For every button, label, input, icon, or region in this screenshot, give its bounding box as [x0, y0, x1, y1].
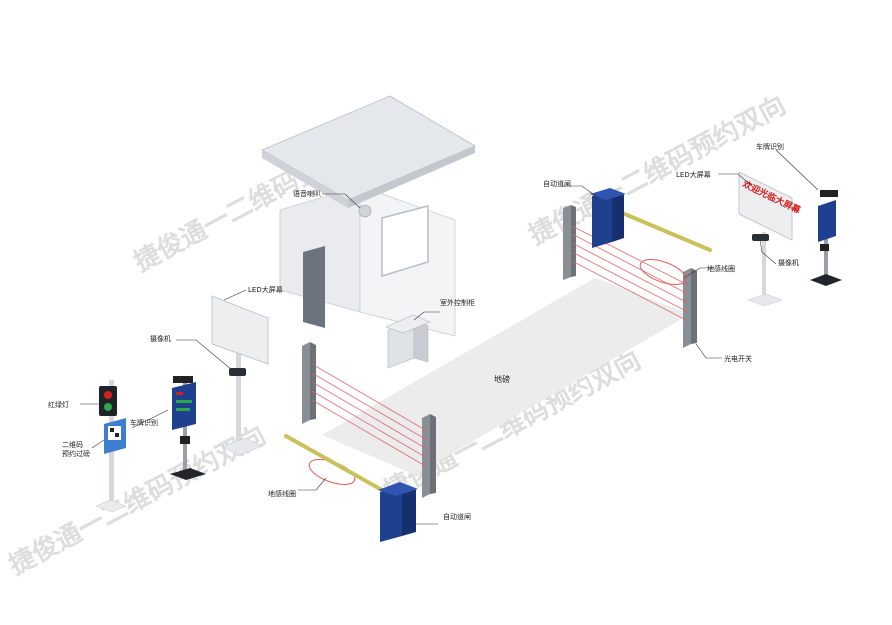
- back-barrier: [563, 188, 712, 348]
- label-scale: 地磅: [494, 374, 510, 384]
- outdoor-control-cabinet: [385, 314, 431, 369]
- label-gate-front: 自动道闸: [443, 512, 471, 521]
- traffic-light: [99, 386, 117, 416]
- label-loop-left: 地感线圈: [268, 489, 296, 498]
- label-plate-right: 车牌识别: [756, 142, 784, 151]
- boom-arm-back: [618, 210, 712, 252]
- traffic-light-pole: [95, 380, 127, 513]
- gate-back: [592, 190, 612, 248]
- right-plate-recognition: [810, 190, 842, 286]
- photo-post-front-left: [302, 342, 310, 424]
- photo-post-right: [683, 268, 691, 348]
- label-traffic-light: 红绿灯: [48, 400, 69, 409]
- label-photo-switch: 光电开关: [724, 354, 752, 363]
- label-qr-sign: 二维码预约过磅: [62, 440, 90, 458]
- right-camera-icon: [752, 234, 769, 241]
- left-camera-icon: [229, 368, 246, 376]
- label-camera-right: 摄像机: [778, 258, 799, 267]
- front-barrier: [284, 342, 436, 542]
- ground-loop-back: [639, 259, 687, 285]
- guard-house-window: [381, 205, 429, 278]
- label-gate-back: 自动道闸: [543, 179, 571, 188]
- weighbridge-platform: [322, 278, 690, 475]
- gate-front: [380, 484, 402, 542]
- plate-camera-right-icon: [820, 190, 838, 197]
- speaker-icon: [358, 204, 372, 218]
- photo-post-back: [563, 205, 571, 280]
- boom-arm-front: [284, 434, 384, 492]
- guard-house: [261, 95, 476, 337]
- plate-camera-icon: [173, 376, 193, 383]
- left-plate-recognition: [170, 376, 206, 480]
- label-speaker: 语音喇叭: [293, 189, 321, 198]
- label-camera-left: 摄像机: [150, 334, 171, 343]
- leader-lines: [80, 149, 819, 525]
- label-led-left: LED大屏幕: [248, 285, 283, 294]
- label-loop-right: 地感线圈: [707, 264, 735, 273]
- label-outdoor-cabinet: 室外控制柜: [440, 298, 475, 307]
- left-led-screen: [211, 295, 269, 457]
- photo-post-front-right: [422, 414, 430, 498]
- labels: 语音喇叭 室外控制柜 LED大屏幕 摄像机 红绿灯 车牌识别 二维码预约过磅 地…: [48, 142, 799, 521]
- label-led-right: LED大屏幕: [676, 170, 711, 179]
- label-plate-left: 车牌识别: [130, 418, 158, 427]
- guard-house-door: [303, 246, 325, 328]
- right-led-screen: 欢迎光临大屏幕: [738, 171, 803, 307]
